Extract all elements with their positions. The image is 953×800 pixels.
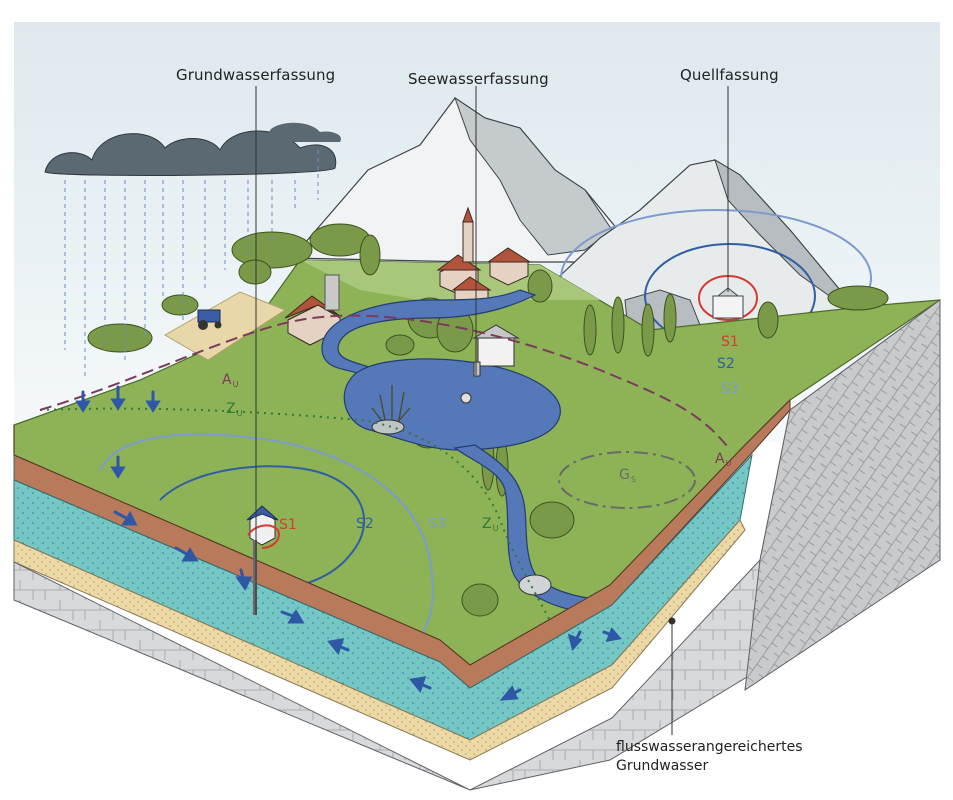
mountains [290, 96, 872, 341]
caption-line-1: flusswasserangereichertes [616, 739, 803, 755]
caption-line-2: Grundwasser [616, 758, 709, 774]
bedrock-side [744, 299, 941, 692]
groundwater-flow-arrows [75, 385, 622, 701]
river-recharged-groundwater-caption: flusswasserangereichertes Grundwasser [616, 738, 803, 776]
sand-layer [13, 519, 746, 761]
zone-s1-spring-label: S1 [721, 334, 739, 350]
zone-au-letter: A [715, 451, 725, 467]
zone-zu-letter: Z [482, 516, 492, 532]
zone-zu-subscript: U [492, 524, 499, 533]
zone-s2-spring-label: S2 [717, 356, 735, 372]
meadow-protection-zones [39, 314, 731, 641]
zone-zu-label-top: ZU [226, 401, 242, 418]
zone-s3-spring-label: S3 [721, 381, 739, 397]
groundwater-intake-title: Grundwasserfassung [176, 66, 336, 84]
zone-s2-groundwater-label: S2 [356, 516, 374, 532]
lake-intake [460, 324, 520, 404]
zone-gs-letter: G [619, 467, 630, 483]
zone-au-subscript: U [232, 380, 239, 389]
callout-lines [255, 86, 729, 735]
zone-s3-groundwater-label: S3 [428, 516, 446, 532]
zone-gs-subscript: S [630, 475, 636, 484]
zone-au-label-right: AU [715, 451, 731, 468]
zone-zu-subscript: U [236, 409, 243, 418]
zone-au-letter: A [222, 372, 232, 388]
rain [64, 150, 319, 380]
zone-gs-label: GS [619, 467, 636, 484]
zone-au-label-left: AU [222, 372, 238, 389]
zone-s1-groundwater-label: S1 [279, 517, 297, 533]
lake-intake-title: Seewasserfassung [408, 70, 549, 88]
tractor [197, 309, 222, 330]
spring-intake-title: Quellfassung [680, 66, 779, 84]
zone-zu-label-bottom: ZU [482, 516, 498, 533]
reeds [371, 385, 411, 426]
zone-au-subscript: U [725, 459, 732, 468]
zone-zu-letter: Z [226, 401, 236, 417]
field [164, 291, 287, 361]
rain-cloud [44, 122, 341, 176]
trees [87, 223, 889, 617]
soil-cross-section [13, 299, 941, 791]
